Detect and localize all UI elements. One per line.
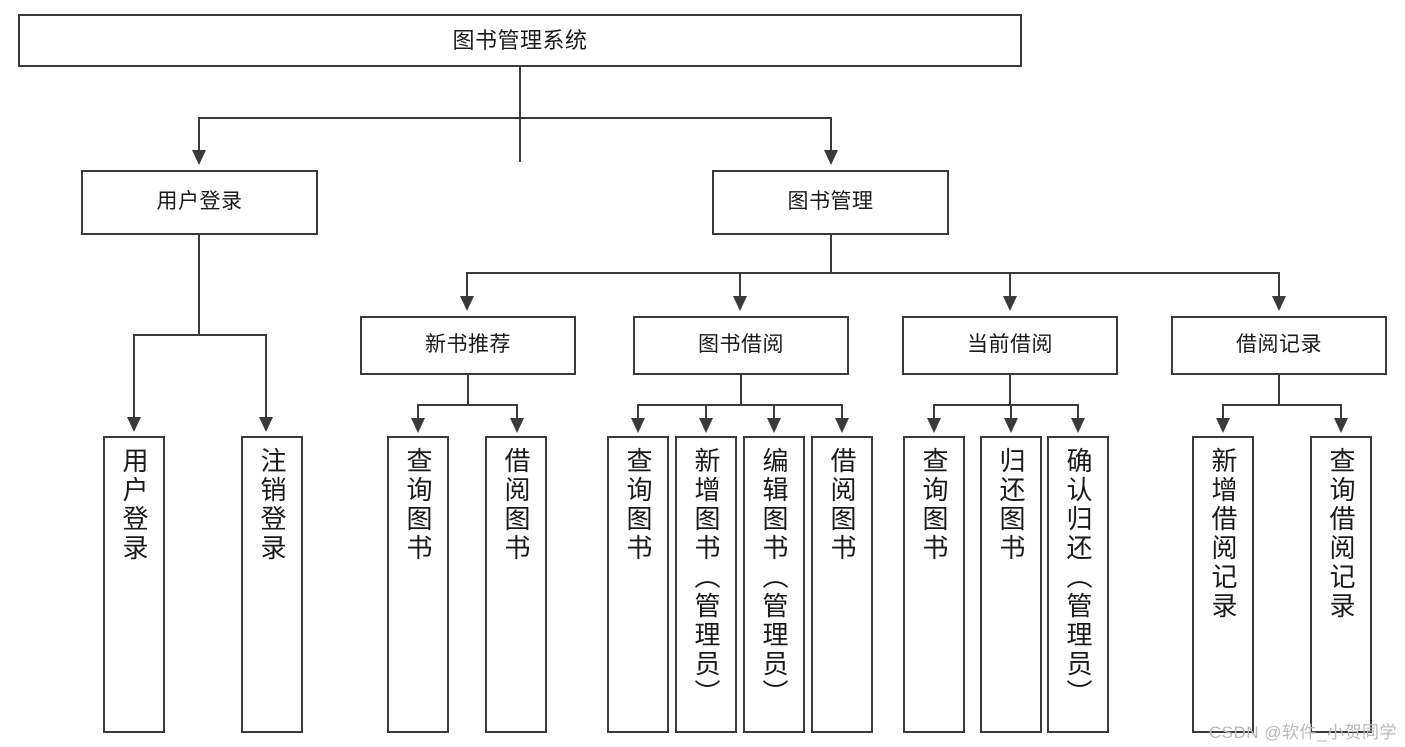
arrowhead-borrow-record-leaf-2 xyxy=(1334,418,1348,433)
leaf-query-borrow-record[interactable]: 查询借阅记录 xyxy=(1310,436,1372,733)
connector-book-management-stem xyxy=(830,235,832,273)
node-label: 借阅图书 xyxy=(827,447,857,563)
node-label: 新增借阅记录 xyxy=(1208,447,1238,621)
connector-current-borrow-to-leaf-2 xyxy=(1010,404,1012,419)
connector-user-login-to-leaf-2 xyxy=(265,334,267,418)
connector-current-borrow-to-leaf-1 xyxy=(933,404,935,419)
arrowhead-to-current-borrow xyxy=(1003,296,1017,311)
arrowhead-current-borrow-leaf-3 xyxy=(1071,418,1085,433)
leaf-borrow-book[interactable]: 借阅图书 xyxy=(811,436,873,733)
connector-user-login-to-leaf-1 xyxy=(133,334,135,418)
connector-user-login-stem xyxy=(198,235,200,335)
leaf-edit-book-admin[interactable]: 编辑图书（管理员） xyxy=(743,436,805,733)
connector-level3-bus xyxy=(466,272,1280,274)
node-borrow-record[interactable]: 借阅记录 xyxy=(1171,316,1387,375)
connector-book-borrow-stem xyxy=(740,375,742,405)
connector-to-current-borrow xyxy=(1009,272,1011,297)
node-label: 借阅图书 xyxy=(501,447,531,563)
arrowhead-current-borrow-leaf-1 xyxy=(927,418,941,433)
connector-borrow-record-to-leaf-2 xyxy=(1340,404,1342,419)
node-label: 查询图书 xyxy=(403,447,433,563)
connector-to-book-borrow xyxy=(739,272,741,297)
connector-book-borrow-to-leaf-3 xyxy=(773,404,775,419)
node-book-management[interactable]: 图书管理 xyxy=(712,170,949,235)
node-label: 注销登录 xyxy=(257,447,287,563)
arrowhead-new-book-leaf-1 xyxy=(411,418,425,433)
arrowhead-book-borrow-leaf-4 xyxy=(835,418,849,433)
node-label: 当前借阅 xyxy=(967,333,1053,357)
node-label: 归还图书 xyxy=(996,447,1026,563)
leaf-confirm-return-admin[interactable]: 确认归还（管理员） xyxy=(1047,436,1109,733)
node-label: 用户登录 xyxy=(119,447,149,563)
connector-book-borrow-to-leaf-1 xyxy=(637,404,639,419)
connector-current-borrow-stem xyxy=(1009,375,1011,405)
node-label: 用户登录 xyxy=(156,190,243,214)
arrowhead-to-borrow-record xyxy=(1272,296,1286,311)
node-label: 图书借阅 xyxy=(698,333,784,357)
connector-to-borrow-record xyxy=(1278,272,1280,297)
arrowhead-to-book-management xyxy=(824,150,838,165)
leaf-add-book-admin[interactable]: 新增图书（管理员） xyxy=(675,436,737,733)
connector-book-borrow-to-leaf-4 xyxy=(841,404,843,419)
connector-borrow-record-stem xyxy=(1278,375,1280,405)
connector-root-to-user-login xyxy=(198,117,200,151)
connector-root-to-book-management xyxy=(830,117,832,151)
connector-current-borrow-bus xyxy=(933,404,1079,406)
leaf-user-login[interactable]: 用户登录 xyxy=(103,436,165,733)
arrowhead-user-login-leaf-1 xyxy=(127,417,141,432)
leaf-add-borrow-record[interactable]: 新增借阅记录 xyxy=(1192,436,1254,733)
leaf-return-book[interactable]: 归还图书 xyxy=(980,436,1042,733)
node-label: 借阅记录 xyxy=(1236,333,1322,357)
node-label: 图书管理系统 xyxy=(452,27,588,53)
connector-new-book-to-leaf-2 xyxy=(516,404,518,419)
node-label: 新增图书（管理员） xyxy=(691,447,721,708)
arrowhead-current-borrow-leaf-2 xyxy=(1004,418,1018,433)
leaf-query-book-current[interactable]: 查询图书 xyxy=(903,436,965,733)
leaf-borrow-book-new[interactable]: 借阅图书 xyxy=(485,436,547,733)
connector-new-book-stem xyxy=(467,375,469,405)
connector-book-borrow-bus xyxy=(637,404,842,406)
arrowhead-to-book-borrow xyxy=(733,296,747,311)
connector-new-book-to-leaf-1 xyxy=(417,404,419,419)
node-label: 编辑图书（管理员） xyxy=(759,447,789,708)
node-label: 新书推荐 xyxy=(425,333,511,357)
connector-new-book-bus xyxy=(417,404,518,406)
connector-user-login-bus xyxy=(133,334,267,336)
arrowhead-borrow-record-leaf-1 xyxy=(1216,418,1230,433)
connector-root-stem xyxy=(519,67,521,162)
leaf-query-book-borrow[interactable]: 查询图书 xyxy=(607,436,669,733)
node-new-book-recommend[interactable]: 新书推荐 xyxy=(360,316,576,375)
arrowhead-book-borrow-leaf-1 xyxy=(631,418,645,433)
node-book-borrow[interactable]: 图书借阅 xyxy=(633,316,849,375)
arrowhead-new-book-leaf-2 xyxy=(510,418,524,433)
leaf-query-book-new[interactable]: 查询图书 xyxy=(387,436,449,733)
connector-root-bus xyxy=(198,117,832,119)
arrowhead-book-borrow-leaf-3 xyxy=(767,418,781,433)
connector-to-new-book xyxy=(466,272,468,297)
node-label: 查询图书 xyxy=(623,447,653,563)
arrowhead-user-login-leaf-2 xyxy=(259,417,273,432)
connector-borrow-record-bus xyxy=(1222,404,1342,406)
connector-book-borrow-to-leaf-2 xyxy=(705,404,707,419)
node-label: 确认归还（管理员） xyxy=(1063,447,1093,708)
leaf-logout[interactable]: 注销登录 xyxy=(241,436,303,733)
arrowhead-book-borrow-leaf-2 xyxy=(699,418,713,433)
node-label: 查询借阅记录 xyxy=(1326,447,1356,621)
node-user-login[interactable]: 用户登录 xyxy=(81,170,318,235)
arrowhead-to-new-book xyxy=(460,296,474,311)
node-root-book-management-system[interactable]: 图书管理系统 xyxy=(18,14,1022,67)
node-current-borrow[interactable]: 当前借阅 xyxy=(902,316,1118,375)
node-label: 图书管理 xyxy=(787,190,874,214)
connector-current-borrow-to-leaf-3 xyxy=(1077,404,1079,419)
arrowhead-to-user-login xyxy=(192,150,206,165)
connector-borrow-record-to-leaf-1 xyxy=(1222,404,1224,419)
node-label: 查询图书 xyxy=(919,447,949,563)
